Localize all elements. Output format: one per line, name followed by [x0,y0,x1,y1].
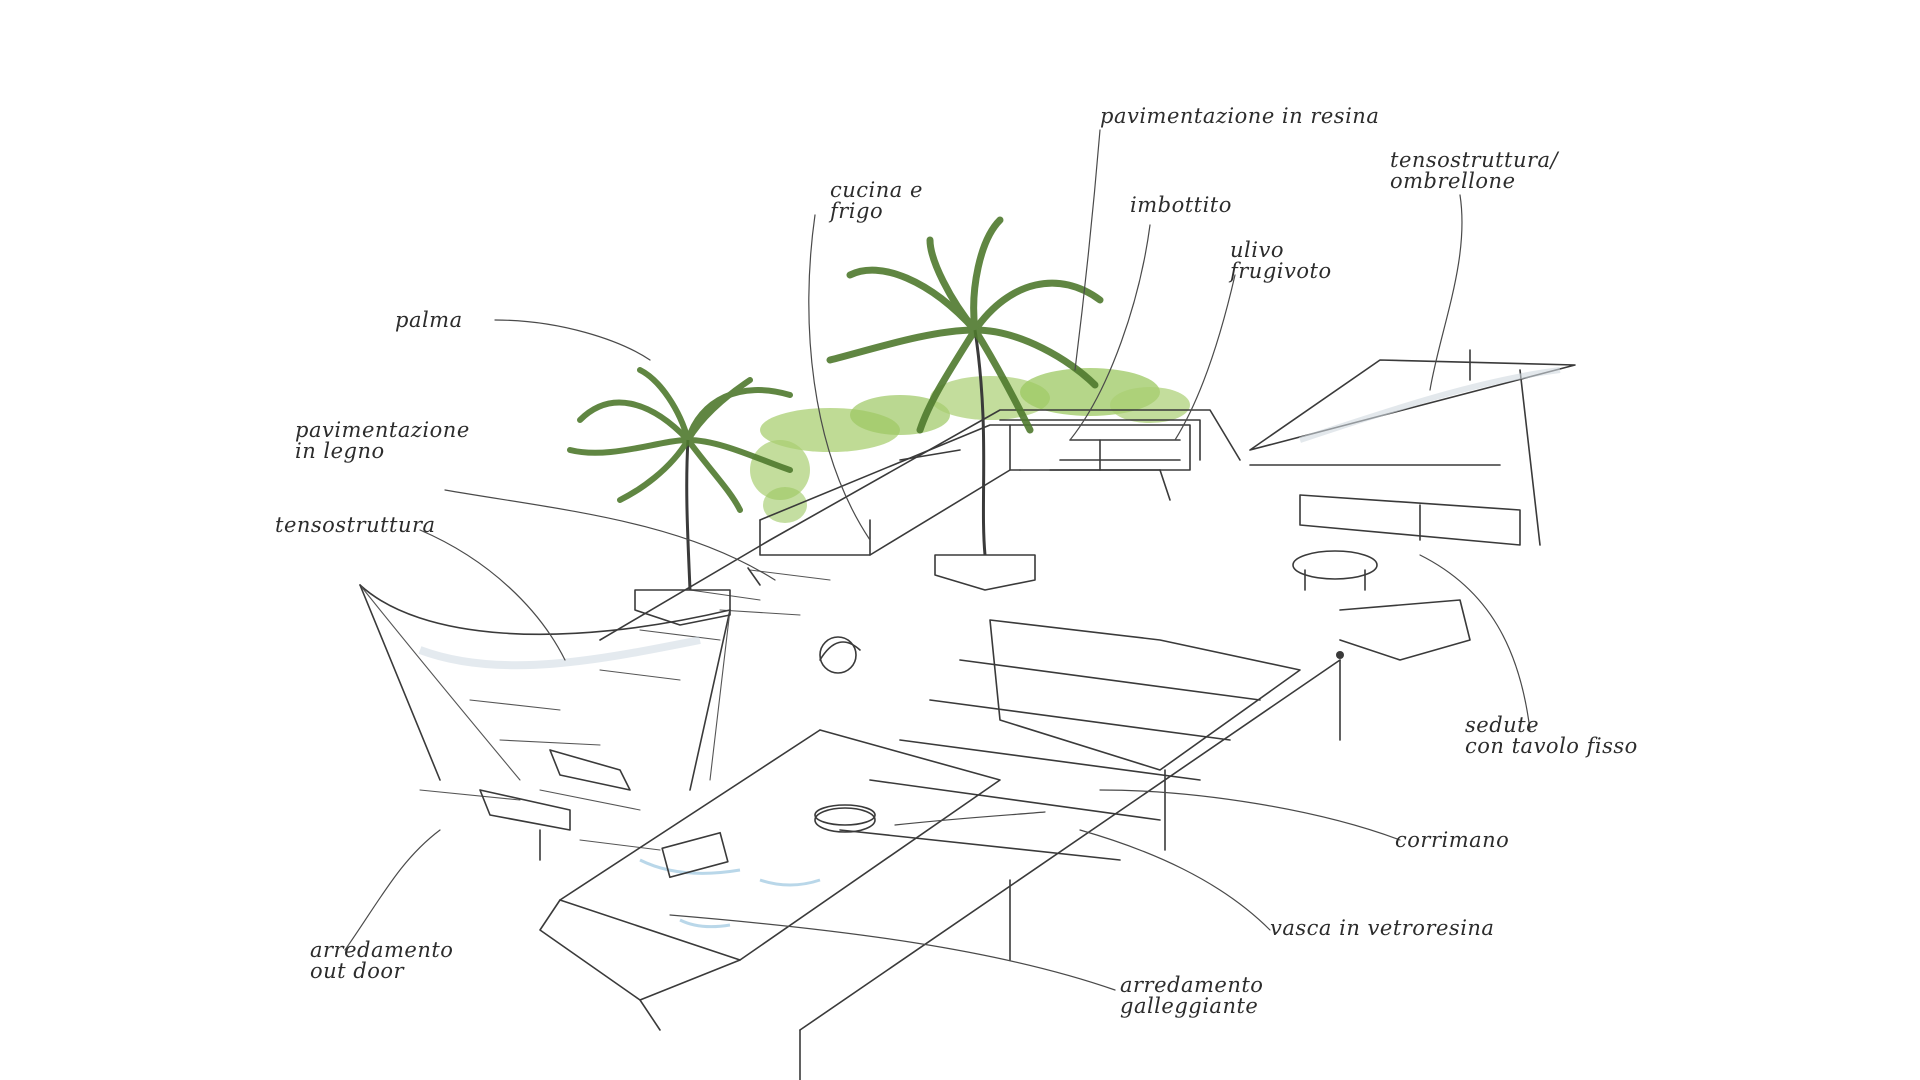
planters [634,554,1036,626]
palm-left [567,367,793,591]
stairs [839,619,1301,861]
tensile-sail-right [1249,349,1576,546]
handrail [799,651,1344,1080]
wooden-deck [419,569,831,851]
label-cucina-frigo: cucina e frigo [830,178,923,223]
seating-with-table [1292,494,1521,661]
label-imbottito: imbottito [1130,193,1232,217]
label-tensostruttura-ombrellone: tensostruttura/ ombrellone [1390,148,1559,193]
label-vasca: vasca in vetroresina [1270,916,1495,940]
annotation-leaders [344,129,1531,991]
label-corrimano: corrimano [1395,828,1510,852]
label-tensostruttura: tensostruttura [275,513,436,537]
label-pavimentazione-resina: pavimentazione in resina [1100,104,1380,128]
outdoor-furniture [479,567,861,861]
pool [539,729,1001,1031]
terrace-platform [599,409,1501,641]
tensile-sail-left [359,584,731,791]
label-palma: palma [395,308,463,332]
palm-right [826,216,1104,556]
label-sedute: sedute con tavolo fisso [1465,713,1638,758]
lounge-sofa [899,419,1201,471]
label-ulivo: ulivo frugivoto [1230,238,1332,283]
label-arredamento-outdoor: arredamento out door [310,938,454,983]
label-pavimentazione-legno: pavimentazione in legno [295,418,470,463]
label-arredamento-galleggiante: arredamento galleggiante [1120,973,1264,1018]
